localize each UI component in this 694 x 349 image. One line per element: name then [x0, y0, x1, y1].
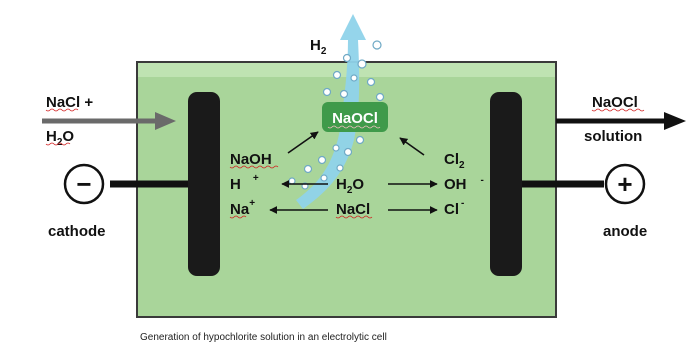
- oh-ion-label: OH-: [444, 175, 484, 193]
- gas-bubbles: [288, 40, 385, 190]
- nacl-squiggle: [335, 215, 373, 219]
- arrow-naoh-to-naocl: [287, 131, 319, 154]
- figure-caption: Generation of hypochlorite solution in a…: [140, 332, 387, 343]
- h-ion-label: H+: [230, 173, 259, 193]
- na-ion-label: Na+: [230, 198, 255, 218]
- nacl-label: NaCl: [336, 201, 370, 218]
- arrow-cl2-to-naocl: [399, 137, 425, 156]
- inlet-squiggle-1: [45, 108, 79, 112]
- inlet-arrowhead: [155, 112, 176, 130]
- cl2-label: Cl2: [444, 151, 465, 171]
- outlet-squiggle-1: [591, 108, 645, 112]
- cell-top-strip: [138, 63, 555, 77]
- outlet-label-line2: solution: [584, 128, 642, 145]
- anode-terminal: [604, 163, 646, 205]
- naoh-label: NaOH: [230, 151, 272, 168]
- na-ion-squiggle: [229, 215, 247, 219]
- naocl-box: [322, 102, 388, 132]
- h2-label: H2: [310, 37, 327, 57]
- h2o-label: H2O: [336, 176, 364, 196]
- h2-gas-stream: [296, 14, 366, 209]
- cl-ion-label: Cl-: [444, 198, 464, 218]
- anode-electrode: [490, 92, 522, 276]
- naoh-squiggle: [229, 165, 279, 169]
- inlet-label-line2: H2O: [46, 128, 74, 148]
- minus-sign: −: [76, 169, 91, 199]
- anode-label: anode: [603, 223, 647, 240]
- cathode-terminal: [63, 163, 105, 205]
- cathode-electrode: [188, 92, 220, 276]
- outlet-arrowhead: [664, 112, 686, 130]
- inlet-label-line1: NaCl +: [46, 94, 93, 111]
- reaction-arrows: [269, 131, 438, 214]
- outlet-label-line1: NaOCl: [592, 94, 638, 111]
- naocl-box-label: NaOCl: [332, 110, 378, 127]
- naocl-box-squiggle: [327, 125, 381, 129]
- plus-sign: +: [617, 169, 632, 199]
- cathode-label: cathode: [48, 223, 106, 240]
- inlet-squiggle-2: [45, 142, 71, 146]
